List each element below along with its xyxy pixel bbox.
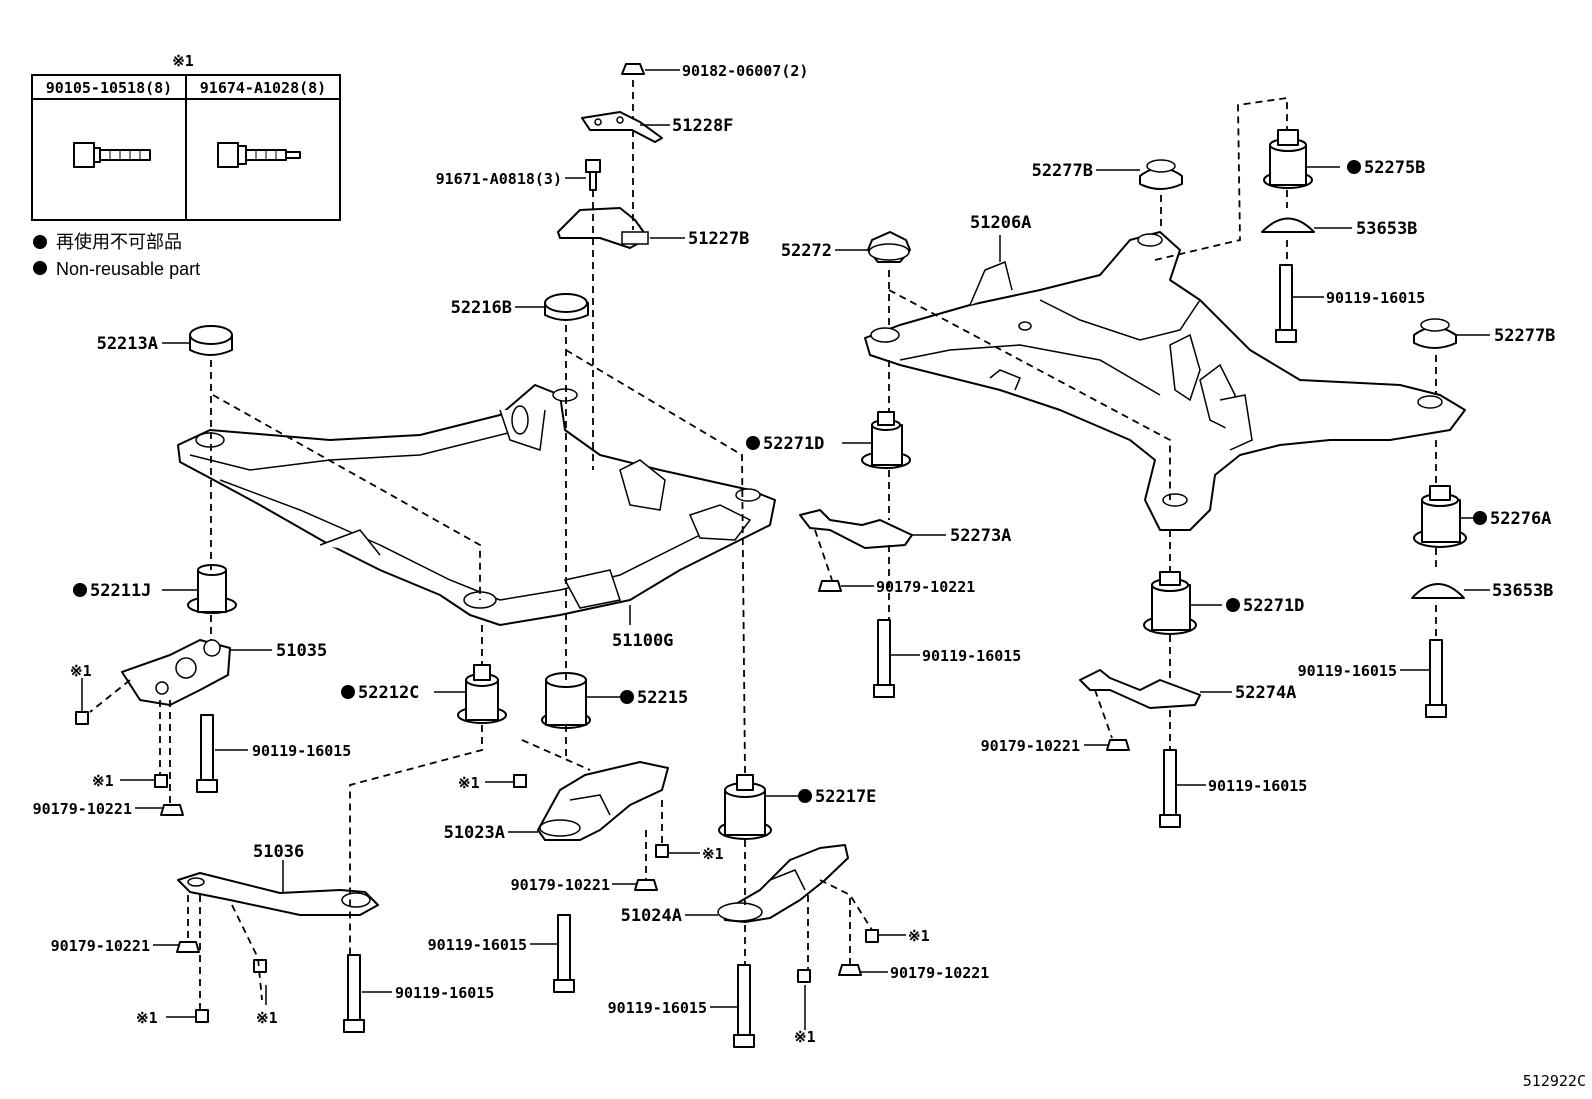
label-51206a: 51206A: [970, 213, 1031, 233]
bushing-52212c: [457, 664, 507, 724]
mark-51023a-upper: ※1: [458, 774, 480, 792]
legend-mark: ※1: [172, 52, 194, 70]
leader-lines: [81, 69, 1490, 1030]
label-52271d-upper: 52271D: [763, 434, 824, 454]
label-52277b-upper: 52277B: [1032, 161, 1093, 181]
legend-non-reusable-jp: 再使用不可部品: [56, 232, 182, 252]
bushing-52215: [541, 672, 591, 729]
cushion-53653b-upper: [1261, 217, 1315, 233]
label-52275b: 52275B: [1364, 158, 1425, 178]
label-52211j: 52211J: [90, 581, 151, 601]
mark-51023a-lower: ※1: [702, 845, 724, 863]
label-51023a: 51023A: [444, 823, 505, 843]
label-51228f: 51228F: [672, 116, 733, 136]
bushing-52271d-lower: [1143, 571, 1197, 635]
bushing-52271d-upper: [861, 411, 911, 469]
bushing-52276a: [1413, 485, 1467, 548]
label-90119-16015-h: 90119-16015: [1208, 777, 1307, 795]
label-52274a: 52274A: [1235, 683, 1296, 703]
label-90119-16015-b: 90119-16015: [395, 984, 494, 1002]
mark-51024a-lower: ※1: [794, 1028, 816, 1046]
stay-52274a: [1079, 669, 1201, 709]
label-52215: 52215: [637, 688, 688, 708]
label-90119-16015-a: 90119-16015: [252, 742, 351, 760]
label-52272: 52272: [781, 241, 832, 261]
label-90182-06007: 90182-06007(2): [682, 62, 808, 80]
label-52277b-lower: 52277B: [1494, 326, 1555, 346]
legend-col1-part: 90105-10518(8): [46, 79, 172, 97]
mark-51036-bolt-b: ※1: [256, 1009, 278, 1027]
label-51024a: 51024A: [621, 906, 682, 926]
bushing-52275b: [1263, 129, 1313, 189]
brace-51035: [121, 639, 231, 706]
rear-subframe-51206a: [864, 231, 1466, 531]
label-90179-10221-e: 90179-10221: [876, 578, 975, 596]
part-labels: 90182-06007(2) 51228F 91671-A0818(3) 512…: [33, 62, 1586, 1090]
bracket-51227b: [557, 207, 649, 249]
non-reusable-markers: [73, 160, 1487, 803]
cushion-52216b: [544, 293, 589, 321]
label-52216b: 52216B: [451, 298, 512, 318]
label-90119-16015-g: 90119-16015: [1298, 662, 1397, 680]
label-90119-16015-c: 90119-16015: [428, 936, 527, 954]
label-90119-16015-f: 90119-16015: [922, 647, 1021, 665]
label-90119-16015-e: 90119-16015: [1326, 289, 1425, 307]
label-90179-10221-a: 90179-10221: [33, 800, 132, 818]
cushion-53653b-lower: [1411, 583, 1465, 599]
label-90179-10221-f: 90179-10221: [981, 737, 1080, 755]
label-90119-16015-d: 90119-16015: [608, 999, 707, 1017]
flange-bolt-icon: [73, 142, 151, 168]
mark-51035-lower: ※1: [92, 772, 114, 790]
cushion-52277b-lower: [1413, 318, 1457, 349]
legend-non-reusable-en: Non-reusable part: [56, 259, 200, 279]
label-53653b-upper: 53653B: [1356, 219, 1417, 239]
mark-51024a-side: ※1: [908, 927, 930, 945]
label-53653b-lower: 53653B: [1492, 581, 1553, 601]
bracket-51228f: [581, 111, 663, 143]
label-52276a: 52276A: [1490, 509, 1551, 529]
bushing-52217e: [718, 774, 772, 840]
label-91671-a0818: 91671-A0818(3): [436, 170, 562, 188]
label-52273a: 52273A: [950, 526, 1011, 546]
front-subframe-51100g: [177, 384, 776, 626]
label-52213a: 52213A: [97, 334, 158, 354]
label-51036: 51036: [253, 842, 304, 862]
legend-notes: 再使用不可部品 Non-reusable part: [33, 232, 200, 279]
cushion-52272: [867, 231, 911, 263]
mark-51035-bolt: ※1: [70, 662, 92, 680]
stud-bolt-icon: [217, 142, 301, 168]
stay-52273a: [799, 509, 913, 549]
label-52271d-lower: 52271D: [1243, 596, 1304, 616]
legend-col2-part: 91674-A1028(8): [200, 79, 326, 97]
label-90179-10221-d: 90179-10221: [890, 964, 989, 982]
label-51100g: 51100G: [612, 631, 673, 651]
label-51227b: 51227B: [688, 229, 749, 249]
bolt-legend-table: ※1 90105-10518(8) 91674-A1028(8): [31, 52, 341, 221]
mark-51036-bolt-a: ※1: [136, 1009, 158, 1027]
cushion-52277b-upper: [1139, 159, 1183, 190]
cushion-52213a: [189, 325, 233, 356]
arm-51024a: [717, 844, 849, 923]
arm-51023a: [537, 761, 669, 841]
assembly-guides: [89, 80, 1437, 1010]
label-51035: 51035: [276, 641, 327, 661]
label-90179-10221-b: 90179-10221: [51, 937, 150, 955]
brace-51036: [177, 872, 379, 916]
label-52217e: 52217E: [815, 787, 876, 807]
label-90179-10221-c: 90179-10221: [511, 876, 610, 894]
label-52212c: 52212C: [358, 683, 419, 703]
bushing-52211j: [187, 564, 237, 614]
catalog-id: 512922C: [1523, 1072, 1586, 1090]
